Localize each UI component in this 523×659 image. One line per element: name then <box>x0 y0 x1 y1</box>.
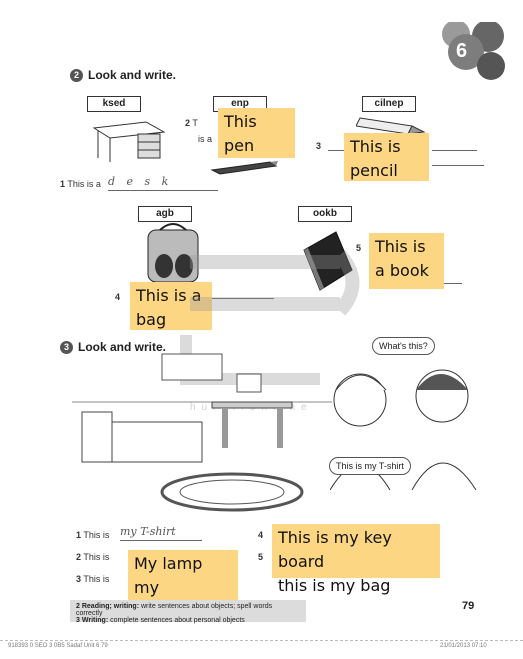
sticky-note-ex3-right: This is my key board this is my bag <box>272 524 440 595</box>
ex3-line-2-number: 2 <box>76 552 82 562</box>
item-3-line-b <box>432 150 477 151</box>
exercise-2-number: 2 <box>70 68 83 82</box>
unit-badge: 6 <box>436 20 506 84</box>
item-3-number: 3 <box>316 141 322 151</box>
item-5-line <box>444 283 462 284</box>
book-illustration <box>300 230 356 297</box>
ex3-line-2: 2 This is <box>76 552 109 562</box>
scramble-box-5: ookb <box>298 206 352 222</box>
speech-bubble-question: What's this? <box>372 337 435 355</box>
print-slug-left: 918393 0 SEO 3 0B5 Sadaf Unit 6 79 <box>8 643 108 649</box>
ex3-line-5-number: 5 <box>258 552 264 562</box>
item-1-prefix: This is a <box>67 179 101 189</box>
footer-line-2-label: Writing: <box>81 617 109 624</box>
boys-illustration <box>329 360 480 495</box>
note-left-line-1: My lamp <box>134 554 203 573</box>
item-4-number: 4 <box>115 292 121 302</box>
ex3-line-4-number: 4 <box>258 530 264 540</box>
sticky-note-item-3: This is pencil <box>344 133 429 181</box>
item-3-line-a <box>328 150 346 151</box>
scramble-box-3: cilnep <box>362 96 416 112</box>
ex3-line-1-answer: my T-shirt <box>120 525 202 541</box>
footer-line-1-number: 2 <box>76 603 80 610</box>
ex3-line-1-prefix: This is <box>83 530 110 540</box>
ex3-line-2-prefix: This is <box>83 552 110 562</box>
ex3-line-1-number: 1 <box>76 530 82 540</box>
item-2-number: 2 <box>185 118 191 128</box>
sticky-note-item-2: This pen <box>218 108 295 158</box>
pen-illustration <box>210 158 280 183</box>
ex3-line-3: 3 This is <box>76 574 109 584</box>
exercise-2-heading: 2 Look and write. <box>70 68 176 82</box>
ex3-line-3-prefix: This is <box>83 574 110 584</box>
item-4-line <box>210 298 274 299</box>
bag-illustration <box>140 222 210 289</box>
item-2-prefix-top: T <box>192 118 198 128</box>
desk-illustration <box>88 118 168 169</box>
item-2-row: 2 T <box>185 118 198 128</box>
footer-objectives: 2 Reading; writing: write sentences abou… <box>70 600 306 624</box>
exercise-3-number: 3 <box>60 340 73 354</box>
footer-line-1: 2 Reading; writing: write sentences abou… <box>76 603 300 617</box>
footer-line-2: 3 Writing: complete sentences about pers… <box>76 617 300 624</box>
item-3-line-c <box>432 165 484 166</box>
print-crop-line <box>0 640 523 641</box>
footer-line-2-number: 3 <box>76 617 80 624</box>
ex3-line-3-number: 3 <box>76 574 82 584</box>
footer-line-2-text: complete sentences about personal object… <box>110 617 245 624</box>
exercise-3-heading: 3 Look and write. <box>60 340 166 354</box>
speech-bubble-answer: This is my T-shirt <box>329 457 411 475</box>
print-slug-right: 21/01/2013 07:10 <box>440 643 487 649</box>
item-1-number: 1 <box>60 179 66 189</box>
note-right-line-2: this is my bag <box>278 576 391 595</box>
unit-number: 6 <box>456 40 468 62</box>
sticky-note-item-4: This is a bag <box>130 282 212 330</box>
ex3-line-1: 1 This is <box>76 530 109 540</box>
sticky-note-item-5: This is a book <box>369 233 444 289</box>
item-1-row: 1 This is a <box>60 179 101 189</box>
item-1-answer: d e s k <box>108 175 218 191</box>
note-right-line-1: This is my key board <box>278 528 392 571</box>
exercise-3-title: Look and write. <box>78 340 167 354</box>
unit-badge-graphic <box>442 20 505 80</box>
footer-line-1-label: Reading; writing: <box>81 603 140 610</box>
footer-line-1-text: write sentences about objects; spell wor… <box>76 603 273 617</box>
sticky-note-ex3-left: My lamp my computer <box>128 550 238 621</box>
item-2-prefix: is a <box>198 134 213 144</box>
scramble-box-1: ksed <box>87 96 141 112</box>
item-5-number: 5 <box>356 243 362 253</box>
exercise-2-title: Look and write. <box>88 68 177 82</box>
bedroom-illustration <box>72 352 332 527</box>
scramble-box-4: agb <box>138 206 192 222</box>
page-number: 79 <box>462 600 475 612</box>
